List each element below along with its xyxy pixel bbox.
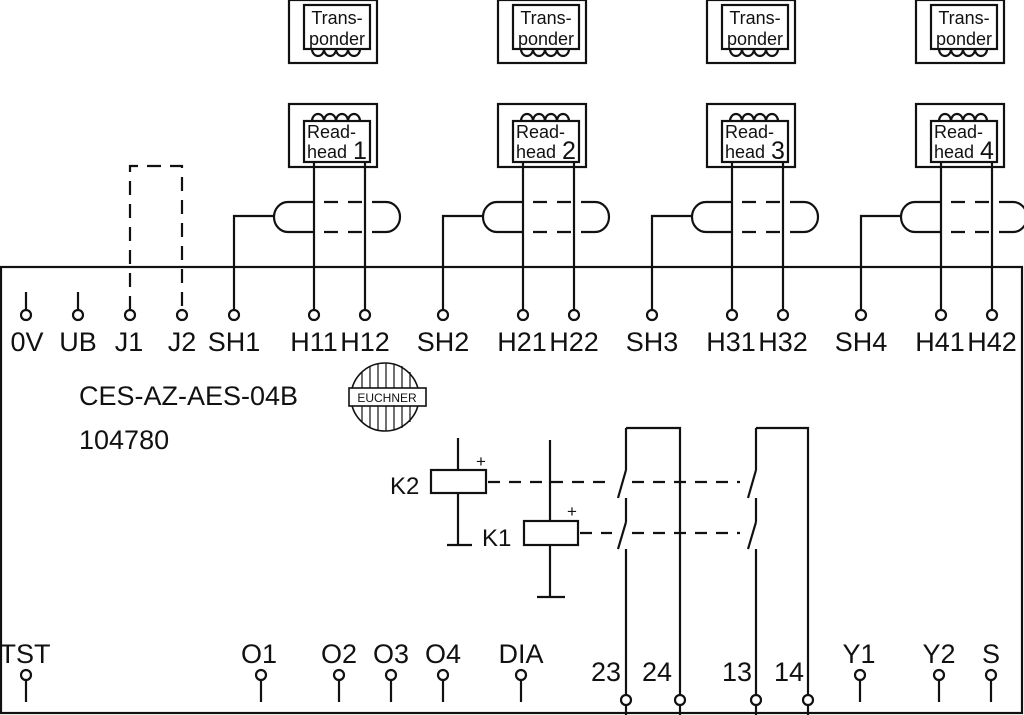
transponder-1-line2: ponder: [309, 29, 365, 49]
transponder-4: [914, 0, 1006, 65]
transponder-1: [287, 0, 379, 65]
terminal-label-sh3: SH3: [626, 327, 679, 357]
top-terminal-pins: [24, 292, 80, 310]
terminal-label-23: 23: [591, 657, 621, 687]
transponder-4-line1: Trans-: [938, 8, 989, 28]
terminal-label-o2: O2: [321, 639, 357, 669]
device-model: CES-AZ-AES-04B: [79, 381, 298, 411]
terminal-label-tst: TST: [0, 639, 51, 669]
transponder-3-line2: ponder: [727, 29, 783, 49]
cable-shield-4: [859, 200, 1024, 310]
readhead-2-number: 2: [562, 137, 576, 165]
transponder-2: [496, 0, 588, 65]
terminal-label-h41: H41: [915, 327, 965, 357]
device-order-number: 104780: [79, 425, 169, 455]
terminal-label-h31: H31: [706, 327, 756, 357]
bottom-terminal-circles: [19, 668, 998, 707]
readhead-4-number: 4: [980, 137, 994, 165]
readhead-4-line2: head: [934, 142, 974, 162]
terminal-label-h22: H22: [549, 327, 599, 357]
terminal-label-0v: 0V: [10, 327, 43, 357]
terminal-label-h21: H21: [497, 327, 547, 357]
terminal-label-13: 13: [722, 657, 752, 687]
cable-shield-2: [441, 200, 611, 310]
terminal-label-j1: J1: [115, 327, 144, 357]
transponder-3: [705, 0, 797, 65]
terminal-label-dia: DIA: [498, 639, 543, 669]
transponder-2-line2: ponder: [518, 29, 574, 49]
contact-23-24: [616, 426, 682, 695]
transponder-4-line2: ponder: [936, 29, 992, 49]
readhead-1: [287, 102, 379, 169]
relay-k2-polarity: +: [476, 452, 486, 471]
readhead-3-line2: head: [725, 142, 765, 162]
readhead-3: [705, 102, 797, 169]
relay-k2-label: K2: [390, 473, 419, 500]
readhead-3-line1: Read-: [725, 122, 774, 142]
terminal-label-sh1: SH1: [208, 327, 261, 357]
readhead-2-line1: Read-: [516, 122, 565, 142]
terminal-label-h32: H32: [758, 327, 808, 357]
readhead-3-number: 3: [771, 137, 785, 165]
transponder-2-line1: Trans-: [520, 8, 571, 28]
top-terminal-circles: [19, 308, 999, 322]
cable-shield-1: [232, 200, 402, 310]
readhead-4: [914, 102, 1006, 169]
terminal-label-s: S: [982, 639, 1000, 669]
terminal-label-o1: O1: [241, 639, 277, 669]
readhead-4-line1: Read-: [934, 122, 983, 142]
euchner-logo: [348, 362, 427, 432]
terminal-label-h12: H12: [340, 327, 390, 357]
terminal-label-24: 24: [642, 657, 672, 687]
terminal-label-o3: O3: [373, 639, 409, 669]
relay-k2: [429, 438, 740, 547]
readhead-wires: [312, 162, 994, 310]
readhead-1-number: 1: [353, 137, 367, 165]
terminal-label-j2: J2: [168, 327, 197, 357]
terminal-label-y2: Y2: [922, 639, 955, 669]
terminal-label-sh2: SH2: [417, 327, 470, 357]
terminal-label-y1: Y1: [842, 639, 875, 669]
readhead-1-line2: head: [307, 142, 347, 162]
terminal-label-ub: UB: [59, 327, 97, 357]
relay-k1-polarity: +: [567, 502, 577, 521]
relay-k1: [522, 440, 740, 599]
terminal-label-sh4: SH4: [835, 327, 888, 357]
readhead-2-line2: head: [516, 142, 556, 162]
transponder-1-line1: Trans-: [311, 8, 362, 28]
jumper-j1-j2: [128, 164, 184, 310]
relay-k1-label: K1: [482, 525, 511, 552]
transponder-3-line1: Trans-: [729, 8, 780, 28]
device-housing: [0, 265, 1024, 715]
terminal-label-14: 14: [774, 657, 804, 687]
readhead-2: [496, 102, 588, 169]
terminal-label-h42: H42: [967, 327, 1017, 357]
bottom-terminal-pins: [24, 680, 993, 715]
terminal-label-o4: O4: [425, 639, 461, 669]
readhead-1-line1: Read-: [307, 122, 356, 142]
contact-13-14: [746, 426, 810, 695]
brand-name: EUCHNER: [357, 391, 417, 405]
terminal-label-h11: H11: [290, 327, 338, 357]
cable-shield-3: [650, 200, 820, 310]
